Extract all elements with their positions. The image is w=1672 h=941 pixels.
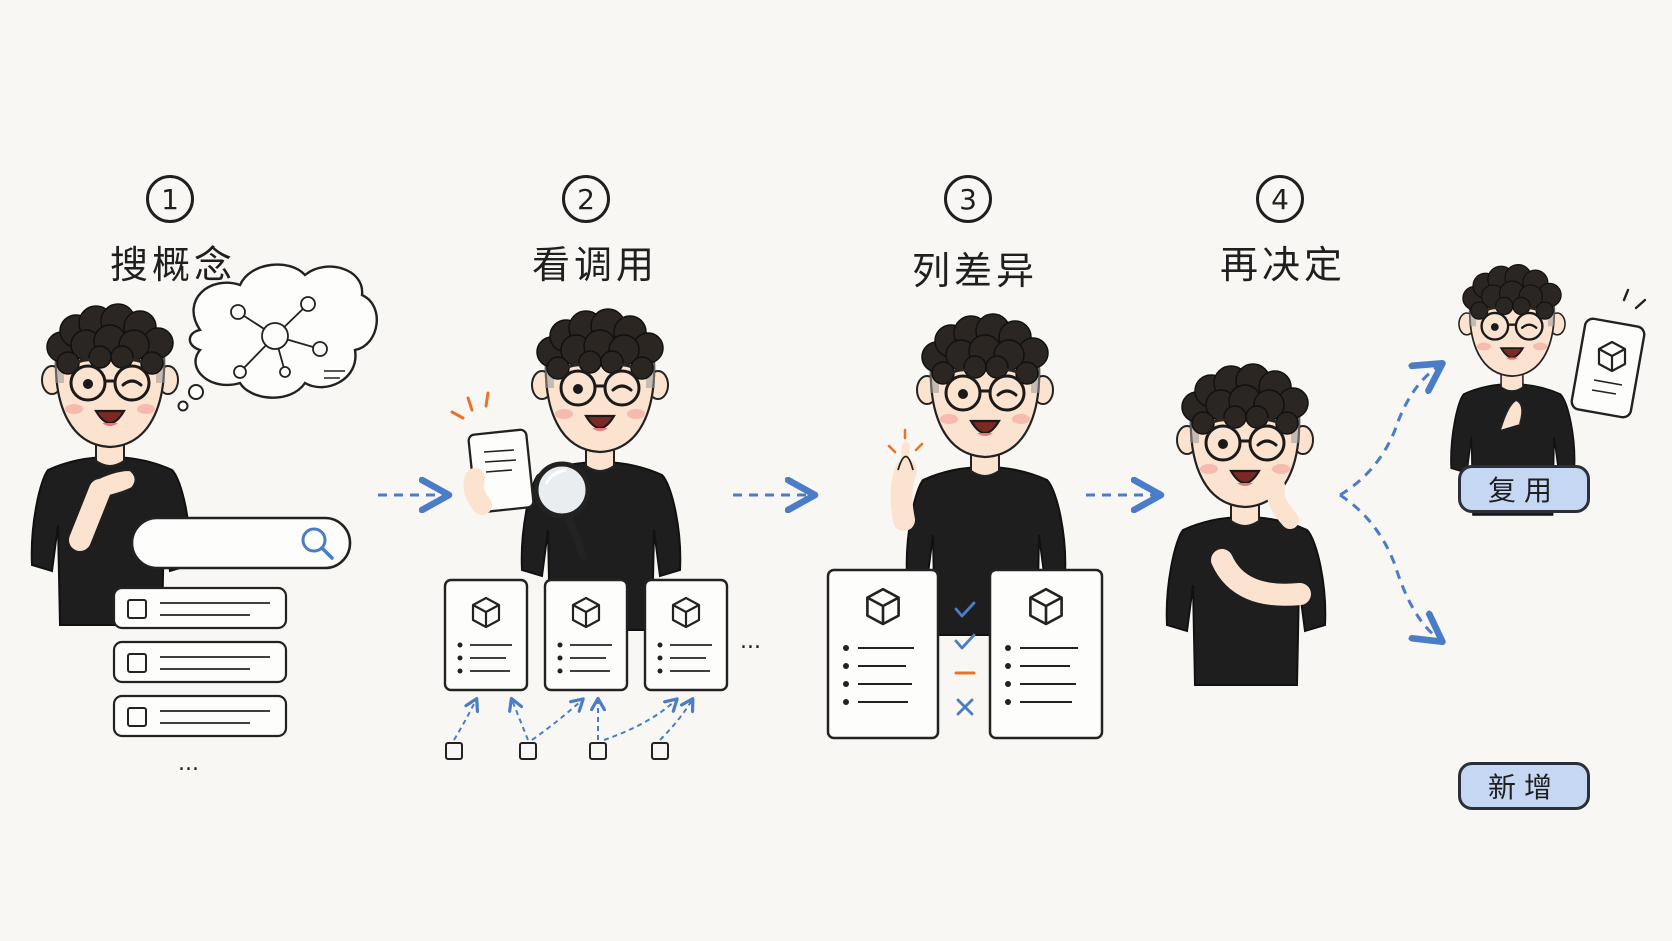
step-3-illustration [826, 312, 1104, 740]
outcome-reuse-illustration [1449, 263, 1647, 517]
component-card [443, 578, 529, 692]
ellipsis: ... [740, 629, 761, 654]
component-card [543, 578, 629, 692]
branch-arrow-down [1339, 493, 1440, 640]
diff-markers [954, 601, 976, 716]
search-icon [301, 527, 334, 560]
list-item [112, 640, 288, 684]
check-icon [954, 633, 976, 650]
search-results-list: ... [112, 586, 288, 776]
list-item [112, 694, 288, 738]
check-icon [954, 601, 976, 618]
search-bar [130, 516, 352, 570]
new-tag: 新增 [1458, 762, 1590, 810]
step-4-illustration [1165, 364, 1440, 687]
step-1-number: 1 [146, 175, 194, 223]
caller-nodes [445, 742, 669, 760]
step-2-label: 看调用 [532, 243, 659, 287]
step-1-illustration: ... [30, 263, 378, 776]
component-card [643, 578, 729, 692]
sparkle-icon [450, 391, 490, 420]
step-3-label: 列差异 [912, 249, 1039, 293]
step-1-label: 搜概念 [110, 243, 237, 287]
step-4-label: 再决定 [1220, 243, 1347, 287]
step-2-illustration: ... [443, 307, 761, 760]
list-item [112, 586, 288, 630]
branch-arrow-up [1339, 365, 1440, 497]
step-2-number: 2 [562, 175, 610, 223]
reuse-tag: 复用 [1458, 465, 1590, 513]
thought-cloud [177, 263, 378, 412]
step-4-number: 4 [1256, 175, 1304, 223]
cross-icon [956, 698, 974, 716]
compare-card-right [988, 568, 1104, 740]
magnifier-icon [533, 461, 591, 560]
ellipsis: ... [178, 751, 199, 776]
tablet-icon [1570, 317, 1646, 419]
step-3-number: 3 [944, 175, 992, 223]
compare-card-left [826, 568, 940, 740]
